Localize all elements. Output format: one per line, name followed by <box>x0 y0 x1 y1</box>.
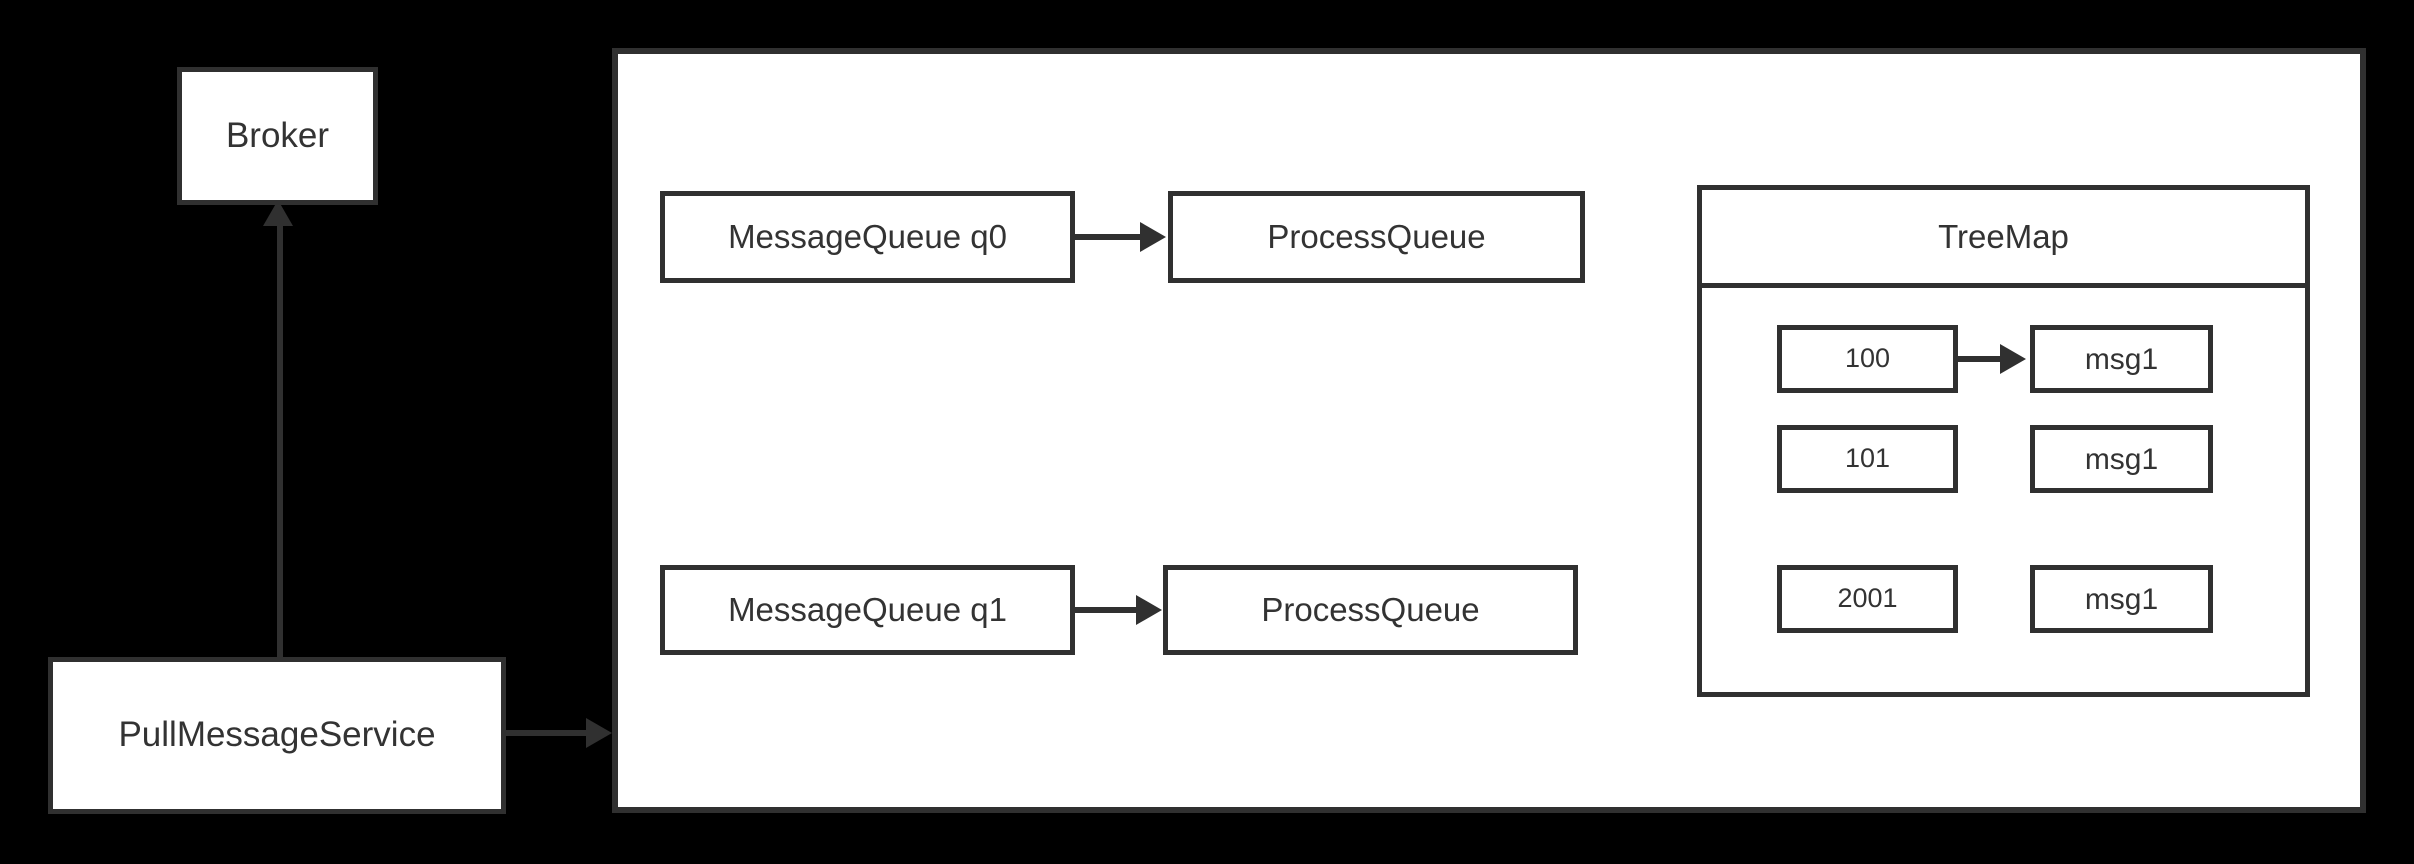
node-broker[interactable]: Broker <box>177 67 378 205</box>
arrowhead-right-icon <box>586 718 612 748</box>
connector-line <box>277 218 283 658</box>
node-message-queue-q1[interactable]: MessageQueue q1 <box>660 565 1075 655</box>
treemap-value-box[interactable]: msg1 <box>2030 325 2213 393</box>
node-process-queue-1[interactable]: ProcessQueue <box>1163 565 1578 655</box>
treemap-key-label: 100 <box>1844 343 1891 374</box>
treemap-key-box[interactable]: 100 <box>1777 325 1958 393</box>
node-message-queue-q0-label: MessageQueue q0 <box>728 217 1007 255</box>
treemap-container: TreeMap 100 msg1 101 msg1 2001 msg1 <box>1697 185 2310 697</box>
node-pull-message-service[interactable]: PullMessageService <box>48 657 506 814</box>
treemap-key-box[interactable]: 101 <box>1777 425 1958 493</box>
connector-line <box>1958 356 2006 362</box>
node-message-queue-q0[interactable]: MessageQueue q0 <box>660 191 1075 283</box>
treemap-value-label: msg1 <box>2084 342 2159 376</box>
treemap-title: TreeMap <box>1702 190 2305 288</box>
arrowhead-right-icon <box>2000 344 2026 374</box>
treemap-value-box[interactable]: msg1 <box>2030 565 2213 633</box>
treemap-value-label: msg1 <box>2084 582 2159 616</box>
node-pull-message-service-label: PullMessageService <box>118 715 436 755</box>
treemap-key-label: 101 <box>1844 443 1891 474</box>
node-process-queue-0-label: ProcessQueue <box>1267 217 1486 255</box>
node-process-queue-0[interactable]: ProcessQueue <box>1168 191 1585 283</box>
node-process-queue-1-label: ProcessQueue <box>1261 590 1480 628</box>
treemap-value-label: msg1 <box>2084 442 2159 476</box>
node-message-queue-q1-label: MessageQueue q1 <box>728 590 1007 628</box>
treemap-key-box[interactable]: 2001 <box>1777 565 1958 633</box>
connector-line <box>506 730 592 736</box>
node-broker-label: Broker <box>225 115 330 155</box>
treemap-key-label: 2001 <box>1837 583 1898 614</box>
treemap-value-box[interactable]: msg1 <box>2030 425 2213 493</box>
